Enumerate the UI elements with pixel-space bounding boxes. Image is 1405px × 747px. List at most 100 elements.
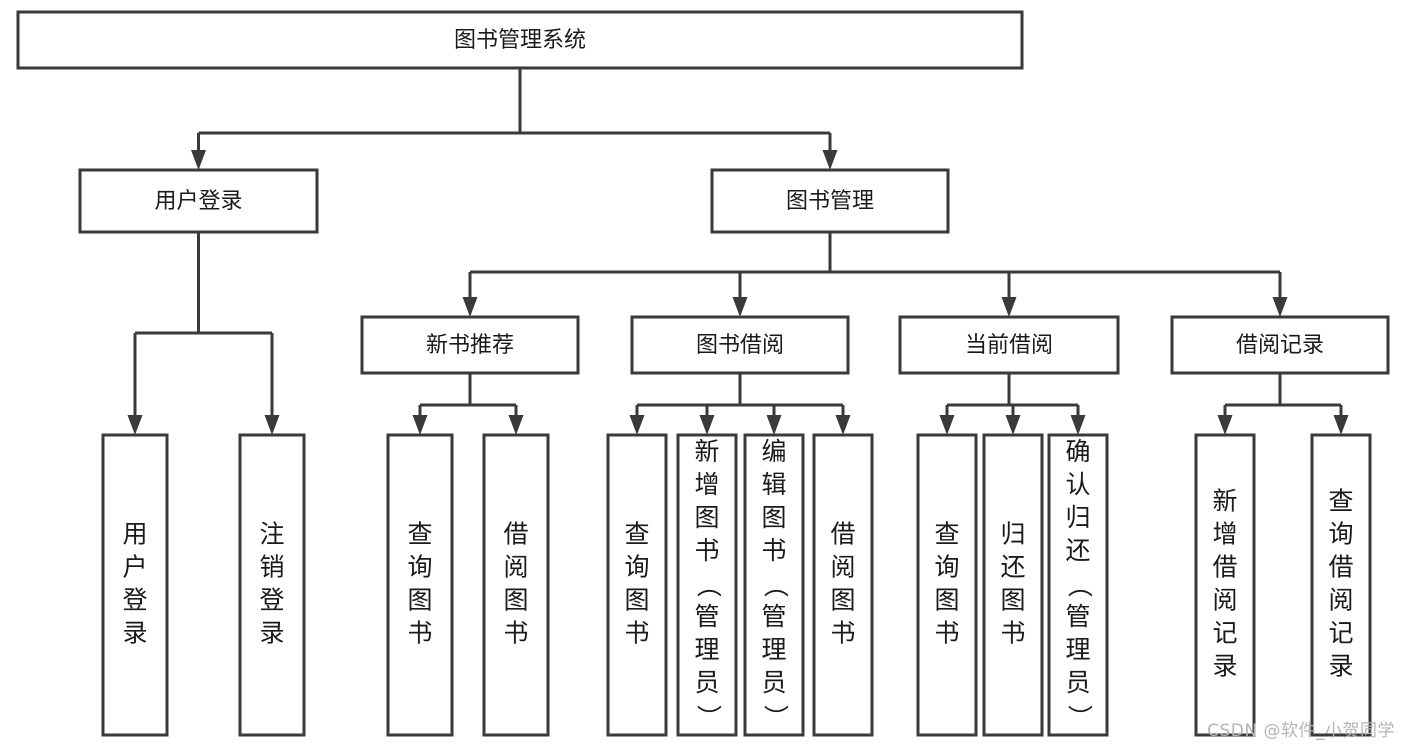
arrow-head-icon [835,415,851,435]
node-label-char: ） [694,704,723,729]
node-box [630,315,850,375]
node-borrow[interactable]: 图书借阅 [630,315,850,375]
node-label-char: （ [761,572,790,597]
node-box [238,433,306,737]
node-label-char: 阅 [1328,586,1353,615]
arrow-head-icon [629,415,645,435]
node-label-char: 登 [259,586,284,615]
node-root[interactable]: 图书管理系统 [16,10,1024,70]
connector-group [412,373,524,435]
node-label-char: 查 [1328,487,1353,516]
arrow-head-icon [264,415,280,435]
node-label-char: 书 [624,619,649,648]
node-label-char: 员 [694,668,719,697]
arrow-head-icon [732,297,748,317]
node-label-char: 询 [1328,520,1353,549]
node-label-char: 归 [1065,503,1090,532]
node-label-char: 理 [694,635,719,664]
node-label-char: 查 [407,520,432,549]
connector-layer [127,68,1349,435]
connector-group [462,232,1288,317]
node-label-char: 增 [1212,520,1237,549]
node-label-char: 阅 [1212,586,1237,615]
node-login[interactable]: 用户登录 [78,168,319,234]
node-label-char: 销 [259,553,284,582]
node-label-char: 理 [761,635,786,664]
node-records[interactable]: 借阅记录 [1170,315,1390,375]
node-label-char: 书 [1000,619,1025,648]
node-bookmgmt[interactable]: 图书管理 [710,168,950,234]
node-label-char: 确 [1065,437,1090,466]
node-box [710,168,950,234]
connector-group [629,373,851,435]
arrow-head-icon [127,415,143,435]
node-label-char: 辑 [761,470,786,499]
node-label-char: 借 [503,520,528,549]
node-layer: 图书管理系统用户登录图书管理新书推荐图书借阅当前借阅借阅记录用户登录注销登录查询… [16,10,1390,737]
node-label-char: 理 [1065,635,1090,664]
node-box [743,433,805,737]
node-label-char: 查 [934,520,959,549]
arrow-head-icon [699,415,715,435]
node-label-char: 书 [761,536,786,565]
node-label-char: 归 [1000,520,1025,549]
node-label-char: 图 [1000,586,1025,615]
node-box [916,433,978,737]
arrow-head-icon [462,297,478,317]
arrow-head-icon [1070,415,1086,435]
node-label-char: 询 [934,553,959,582]
node-label-char: 录 [1328,652,1353,681]
node-label-char: ） [1065,704,1094,729]
node-leaf-user-login[interactable]: 用户登录 [101,433,169,737]
arrow-head-icon [939,415,955,435]
node-label-char: 录 [259,619,284,648]
node-label-char: （ [694,572,723,597]
node-label-char: ） [761,704,790,729]
node-label-char: 阅 [503,553,528,582]
node-label-char: 图 [407,586,432,615]
node-box [78,168,319,234]
node-label-char: 图 [761,503,786,532]
node-box [360,315,580,375]
node-current[interactable]: 当前借阅 [898,315,1120,375]
node-box [982,433,1044,737]
node-label: 图书管理系统 [454,28,586,53]
node-label-char: 阅 [830,553,855,582]
connector-group [1217,373,1349,435]
connector-group [939,373,1086,435]
arrow-head-icon [1001,297,1017,317]
arrow-head-icon [508,415,524,435]
node-label-char: 管 [761,602,786,631]
arrow-head-icon [1333,415,1349,435]
connector-group [127,232,280,435]
arrow-head-icon [766,415,782,435]
arrow-head-icon [1272,297,1288,317]
node-label-char: 还 [1000,553,1025,582]
node-label-char: 图 [830,586,855,615]
node-box [606,433,668,737]
node-label: 新书推荐 [426,333,514,358]
node-label: 图书管理 [786,189,874,214]
node-box [1170,315,1390,375]
node-label-char: 注 [259,520,284,549]
node-label-char: 借 [830,520,855,549]
node-newbook[interactable]: 新书推荐 [360,315,580,375]
node-box [898,315,1120,375]
node-label-char: 记 [1328,619,1353,648]
node-label-char: 图 [934,586,959,615]
watermark-text: CSDN @软件_小贺同学 [1207,721,1395,741]
node-label-char: 录 [1212,652,1237,681]
